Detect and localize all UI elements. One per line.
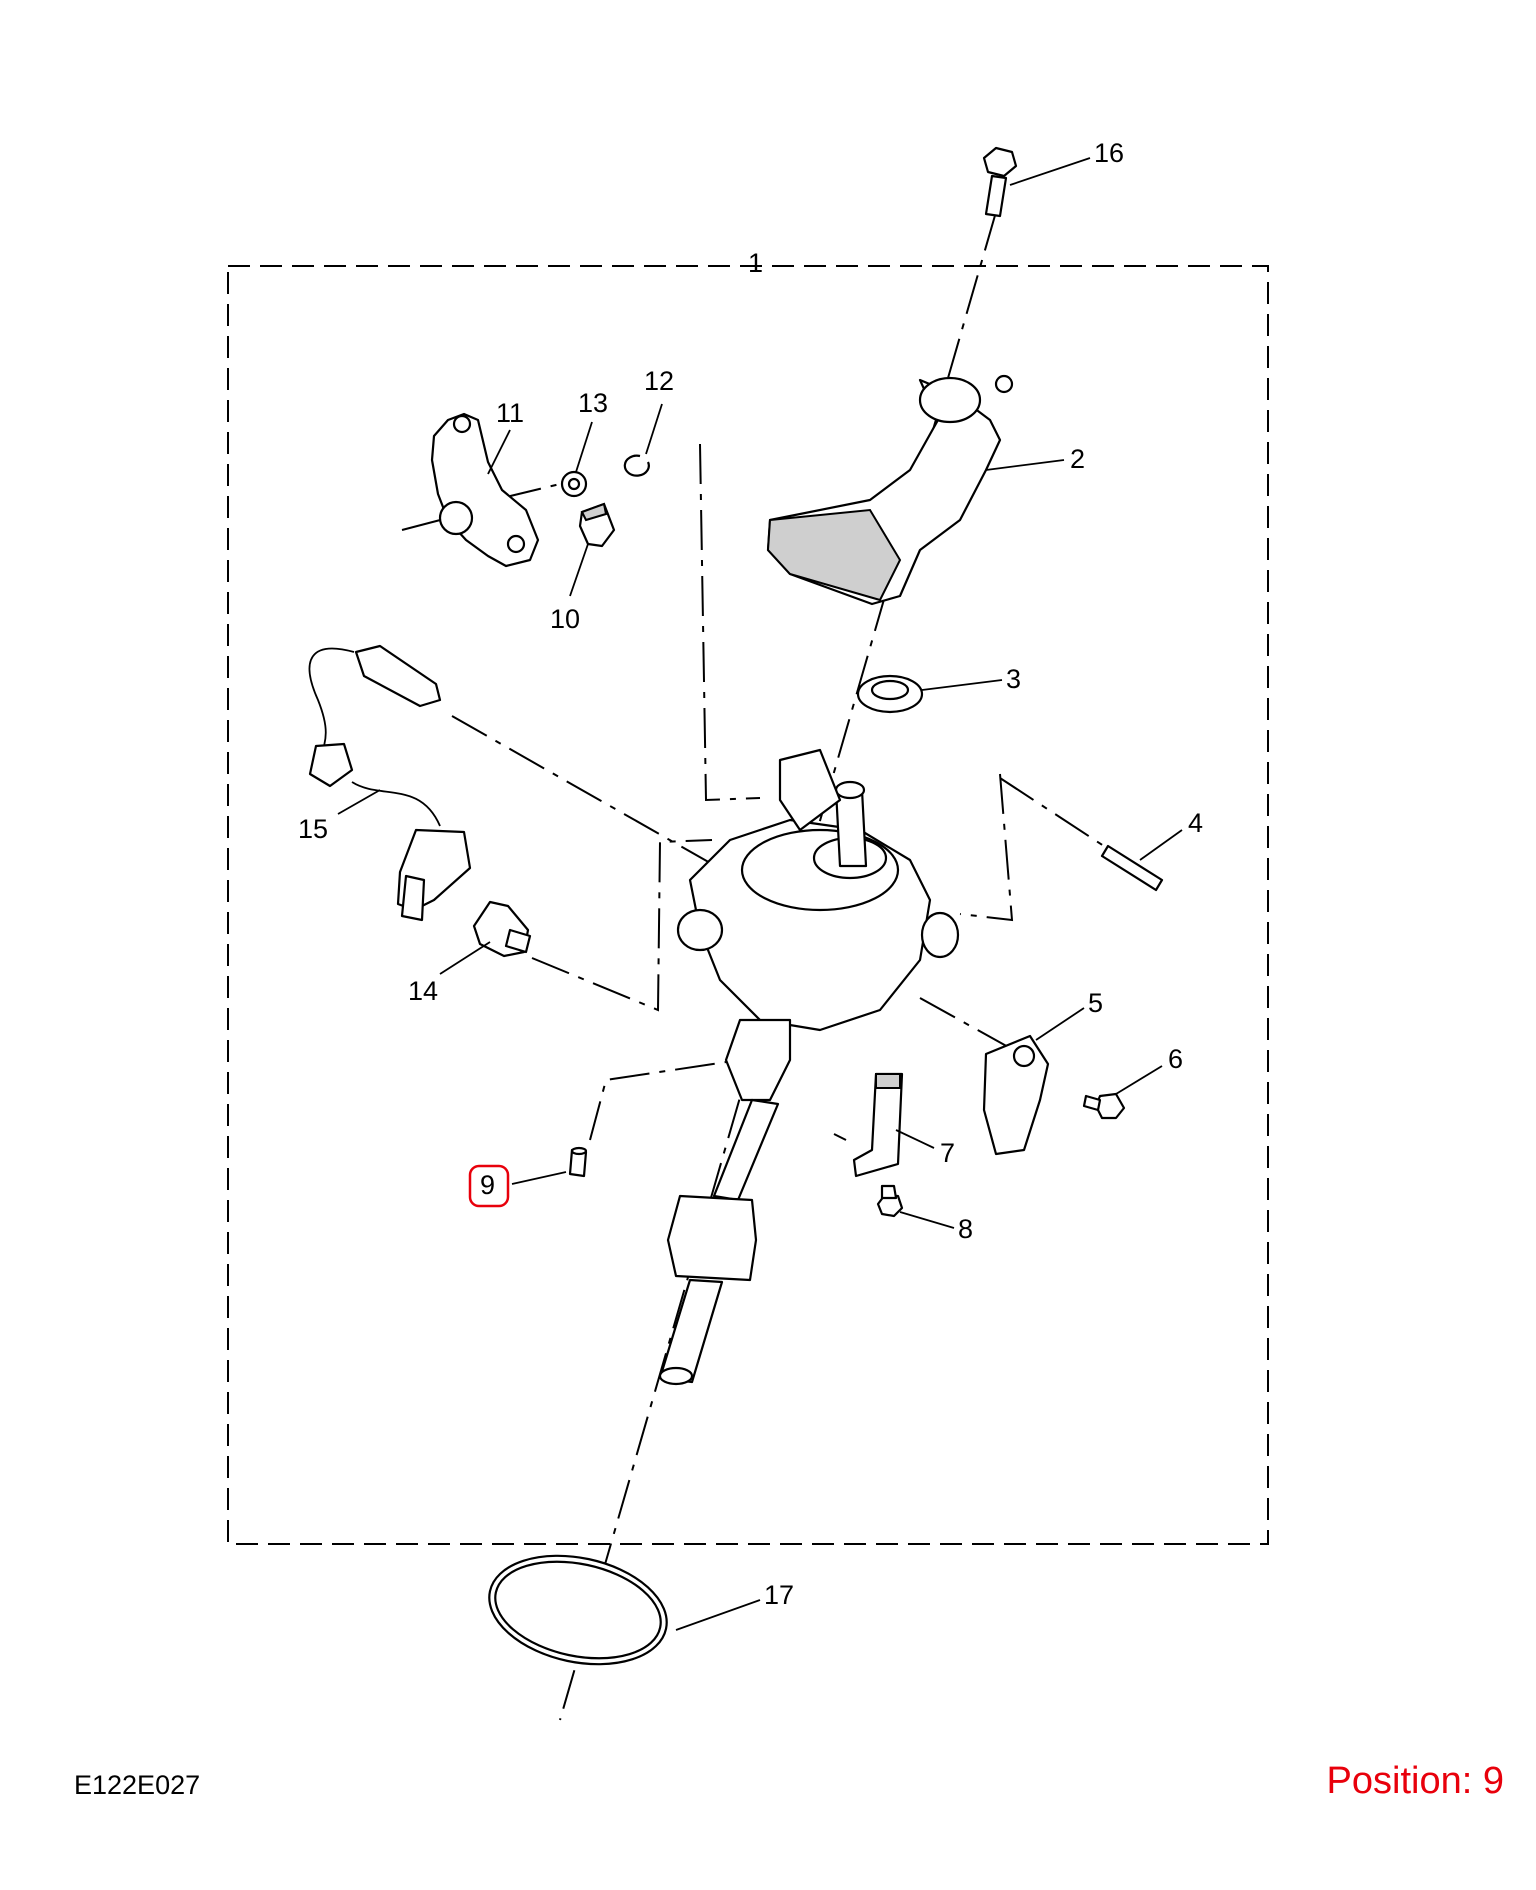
assembly-line-5 (919, 997, 1011, 1049)
leader-4 (1139, 829, 1183, 861)
assembly-boundary (227, 265, 1269, 1545)
callout-12: 12 (644, 366, 674, 396)
part-13-washer (560, 470, 588, 498)
callout-5: 5 (1088, 988, 1103, 1018)
column-housing (676, 748, 960, 1032)
leader-6 (1115, 1065, 1163, 1095)
callout-14: 14 (408, 976, 438, 1006)
part-9-pin (568, 1146, 588, 1178)
assembly-line-9 (589, 1059, 741, 1141)
part-4-pin (1100, 844, 1164, 892)
callout-10: 10 (550, 604, 580, 634)
assembly-line-12 (699, 443, 761, 802)
part-8-screw (876, 1184, 904, 1218)
leader-16 (1009, 157, 1091, 186)
leader-7 (895, 1129, 935, 1149)
assembly-line-10-11 (501, 483, 561, 499)
leader-2 (985, 459, 1065, 471)
leader-10 (569, 543, 589, 597)
part-11-lever (430, 412, 540, 568)
leader-14 (439, 941, 491, 975)
callout-13: 13 (578, 388, 608, 418)
callout-4: 4 (1188, 808, 1203, 838)
leader-13 (575, 421, 593, 473)
leader-17 (675, 1599, 761, 1631)
callout-6: 6 (1168, 1044, 1183, 1074)
steering-shaft (658, 1018, 792, 1386)
part-12-circlip (623, 454, 650, 477)
assembly-line-14 (531, 839, 713, 1012)
part-14-plug (472, 900, 532, 958)
assembly-line-7 (833, 1133, 847, 1141)
callout-3: 3 (1006, 664, 1021, 694)
diagram-reference-code: E122E027 (74, 1770, 201, 1800)
callout-1: 1 (748, 248, 763, 278)
part-17-o-ring (488, 1554, 668, 1666)
callout-17: 17 (764, 1580, 794, 1610)
assembly-line-4 (959, 773, 1014, 922)
part-5-sensor (982, 1034, 1050, 1156)
leader-12 (645, 403, 663, 455)
assembly-line-15 (451, 715, 741, 881)
callout-15: 15 (298, 814, 328, 844)
part-10-nut (578, 502, 616, 548)
part-2-bracket (766, 374, 1014, 606)
callout-8: 8 (958, 1214, 973, 1244)
leader-11 (487, 429, 511, 475)
callout-7: 7 (940, 1138, 955, 1168)
part-15-sensor-harness (308, 644, 472, 922)
part-6-screw (1082, 1092, 1126, 1120)
leader-3 (921, 679, 1003, 691)
position-indicator: Position: 9 (1326, 1760, 1504, 1802)
part-16-bolt (982, 146, 1018, 218)
leader-9 (511, 1171, 567, 1185)
part-3-washer (856, 674, 924, 714)
callout-16: 16 (1094, 138, 1124, 168)
callout-9-highlight (468, 1164, 510, 1208)
assembly-line-4b (999, 777, 1111, 851)
leader-5 (1035, 1007, 1085, 1041)
part-7-plate (852, 1072, 904, 1178)
callout-11: 11 (496, 398, 524, 428)
callout-9: 9 (480, 1170, 495, 1200)
leader-15 (337, 789, 381, 815)
leader-8 (899, 1211, 955, 1229)
main-axis-line (559, 211, 997, 1721)
callout-2: 2 (1070, 444, 1085, 474)
